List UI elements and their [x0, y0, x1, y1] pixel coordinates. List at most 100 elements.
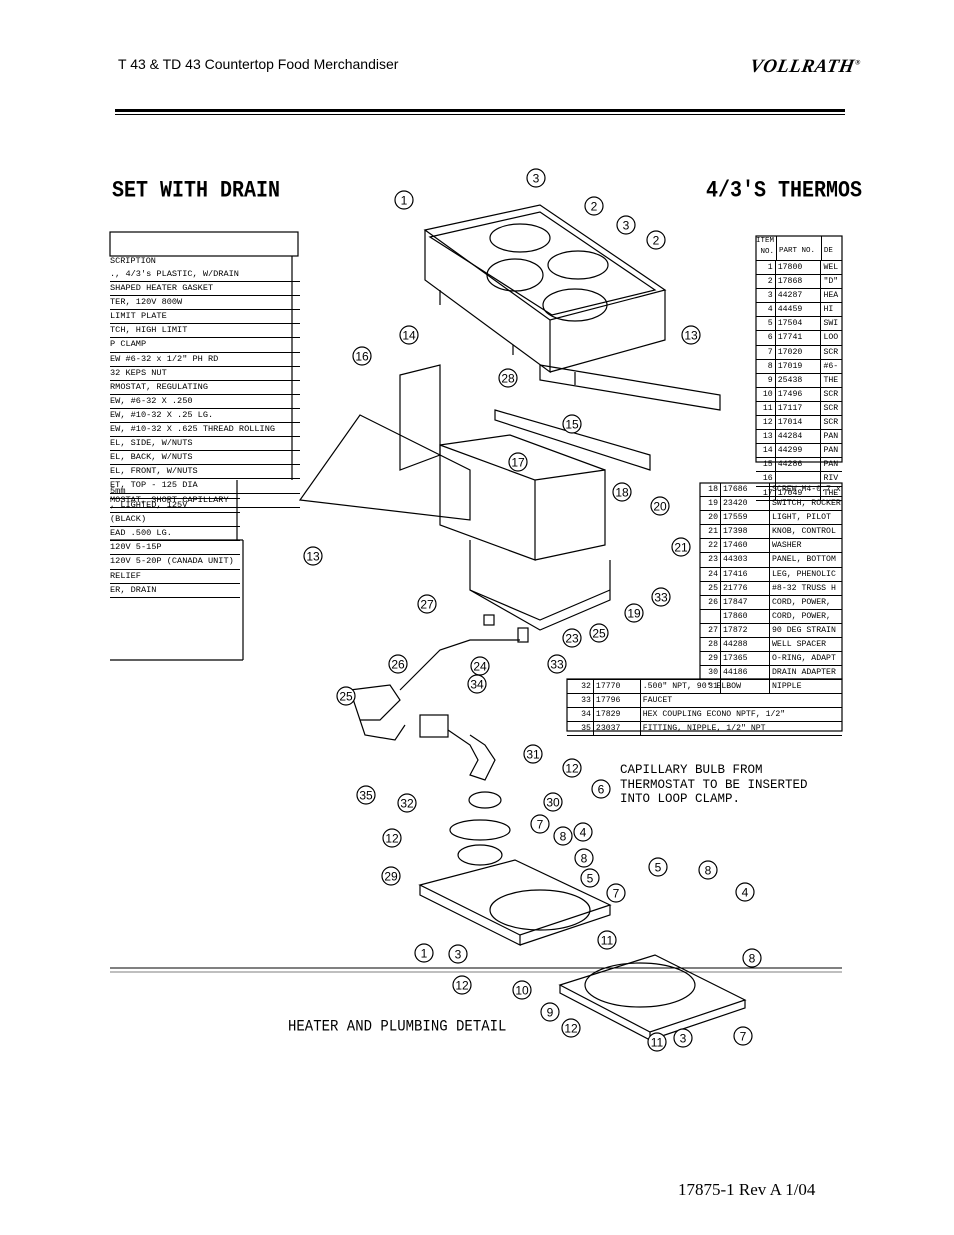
part-description: FAUCET [642, 696, 673, 706]
part-number: 17829 [594, 708, 641, 722]
callout-number: 7 [613, 887, 620, 901]
callout-number: 33 [654, 591, 668, 605]
callout-number: 3 [455, 948, 462, 962]
left-table-row: ET, TOP - 125 DIA [110, 479, 300, 494]
callout-number: 12 [385, 832, 399, 846]
item-number: 6 [756, 331, 776, 345]
part-number: 17872 [721, 623, 770, 638]
callout-number: 24 [473, 660, 487, 674]
callout-number: 31 [526, 748, 540, 762]
callout-number: 29 [384, 870, 398, 884]
callout-number: 5 [655, 861, 662, 875]
callout-28: 28 [498, 368, 518, 388]
part-number: 17770 [594, 680, 641, 694]
part-description: NIPPLE [772, 682, 802, 692]
callout-13: 13 [681, 325, 701, 345]
item-number: 11 [756, 401, 776, 416]
callout-7: 7 [606, 883, 626, 903]
part-number: 44299 [776, 444, 822, 458]
callout-8: 8 [553, 826, 573, 846]
part-description: DRAIN ADAPTER [772, 668, 836, 678]
callout-number: 15 [565, 418, 579, 432]
callout-number: 25 [339, 690, 353, 704]
part-description: THE [823, 488, 839, 498]
part-description: PAN [823, 460, 839, 470]
callout-8: 8 [742, 948, 762, 968]
callout-11: 11 [647, 1032, 667, 1052]
item-number: 18 [700, 483, 721, 497]
part-description: RIV [823, 474, 839, 484]
callout-17: 17 [508, 452, 528, 472]
parts-table-left-lower: 5mm, LIGHTED, 125V(BLACK)EAD .500 LG.120… [110, 485, 240, 598]
callout-32: 32 [397, 793, 417, 813]
detail-title: HEATER AND PLUMBING DETAIL [288, 1018, 507, 1037]
callout-number: 2 [591, 200, 598, 214]
item-number: 21 [700, 525, 721, 539]
left-table-row: EW, #6-32 X .250 [110, 395, 300, 409]
part-description: WELL SPACER [772, 640, 827, 650]
item-number: 22 [700, 539, 721, 553]
callout-15: 15 [562, 414, 582, 434]
part-description: FITTING, NIPPLE, 1/2" NPT [642, 724, 766, 734]
left-table-row: EW #6-32 x 1/2" PH RD [110, 353, 300, 367]
left-table-row: MOSTAT, SHORT CAPILLARY [110, 494, 300, 508]
callout-7: 7 [733, 1026, 753, 1046]
part-number: 17496 [776, 387, 822, 401]
callout-10: 10 [512, 980, 532, 1000]
left-table-row: TER, 120V 800W [110, 296, 300, 311]
item-number: 3 [756, 289, 776, 303]
part-number: 17796 [594, 694, 641, 708]
callout-1: 1 [414, 943, 434, 963]
part-description: HEX COUPLING ECONO NPTF, 1/2" [642, 710, 786, 720]
part-description: THE [823, 375, 839, 385]
callout-number: 25 [592, 627, 606, 641]
callout-30: 30 [543, 792, 563, 812]
part-description: SWITCH, ROCKER [772, 499, 841, 509]
callout-number: 3 [623, 219, 630, 233]
callout-number: 28 [501, 372, 515, 386]
item-number: 26 [700, 595, 721, 609]
item-number: 29 [700, 652, 721, 666]
part-number: 17049 [776, 486, 822, 500]
callout-6: 6 [591, 779, 611, 799]
callout-4: 4 [573, 822, 593, 842]
item-number: 4 [756, 303, 776, 317]
part-description: LOO [823, 333, 839, 343]
item-number: 14 [756, 444, 776, 458]
item-number [700, 609, 721, 623]
callout-34: 34 [467, 674, 487, 694]
left-table-row: TCH, HIGH LIMIT [110, 324, 300, 339]
part-description: KNOB, CONTROL [772, 527, 836, 537]
item-number: 24 [700, 567, 721, 581]
callout-5: 5 [580, 868, 600, 888]
callout-26: 26 [388, 654, 408, 674]
callout-33: 33 [547, 654, 567, 674]
callout-number: 8 [581, 852, 588, 866]
callout-12: 12 [452, 975, 472, 995]
part-number: 44288 [721, 638, 770, 652]
callout-31: 31 [523, 744, 543, 764]
left-table-row: P CLAMP [110, 338, 300, 353]
callout-13: 13 [303, 546, 323, 566]
part-number: 25438 [776, 373, 822, 387]
part-number: 17686 [721, 483, 770, 497]
part-description: SCREW M4-0.7 x [772, 485, 841, 494]
item-number: 31 [700, 680, 721, 694]
item-number: 16 [756, 472, 776, 486]
callout-number: 12 [565, 762, 579, 776]
left-table-frame-top [109, 231, 299, 257]
parts-table-left: SCRIPTION ., 4/3's PLASTIC, W/DRAIN SHAP… [110, 255, 300, 508]
item-number: 23 [700, 553, 721, 567]
